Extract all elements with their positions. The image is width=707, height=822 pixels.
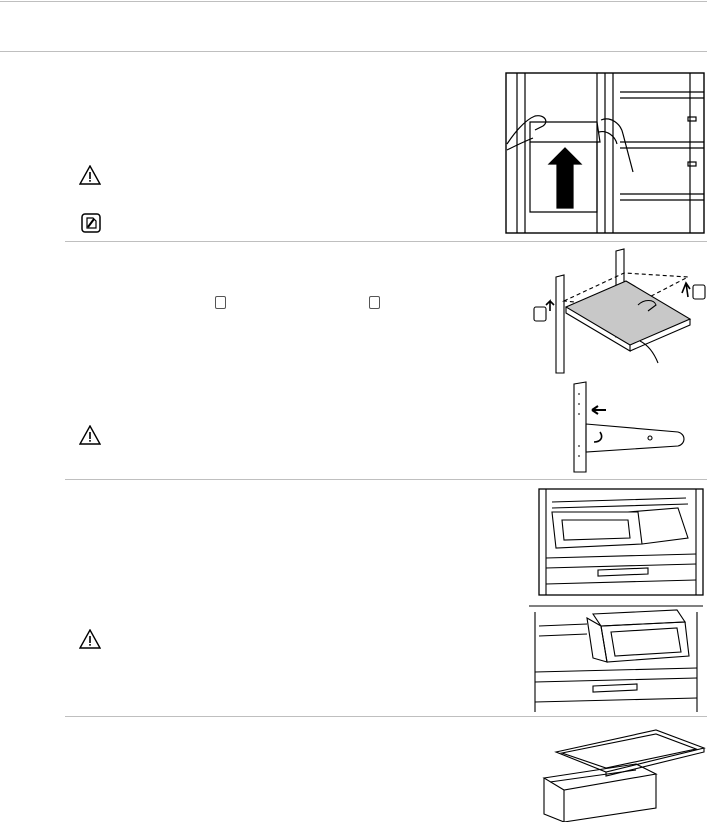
note-icon xyxy=(81,213,101,233)
door-bin-illustration xyxy=(505,72,705,234)
warning-icon xyxy=(79,425,101,445)
shelf-bracket-illustration xyxy=(570,380,690,475)
section-rule-2 xyxy=(65,479,707,480)
header-rule xyxy=(0,51,707,52)
page-top-rule xyxy=(0,1,707,2)
drawer-closed-illustration xyxy=(538,488,704,596)
warning-icon xyxy=(79,629,101,649)
step-marker-2 xyxy=(369,296,380,309)
section-rule-1 xyxy=(65,241,707,242)
drawer-cover-illustration xyxy=(536,724,706,822)
shelf-tilt-illustration xyxy=(530,245,707,375)
warning-icon xyxy=(79,165,101,185)
drawer-open-illustration xyxy=(527,602,705,712)
step-marker-1 xyxy=(215,296,226,309)
section-rule-3 xyxy=(65,716,707,717)
